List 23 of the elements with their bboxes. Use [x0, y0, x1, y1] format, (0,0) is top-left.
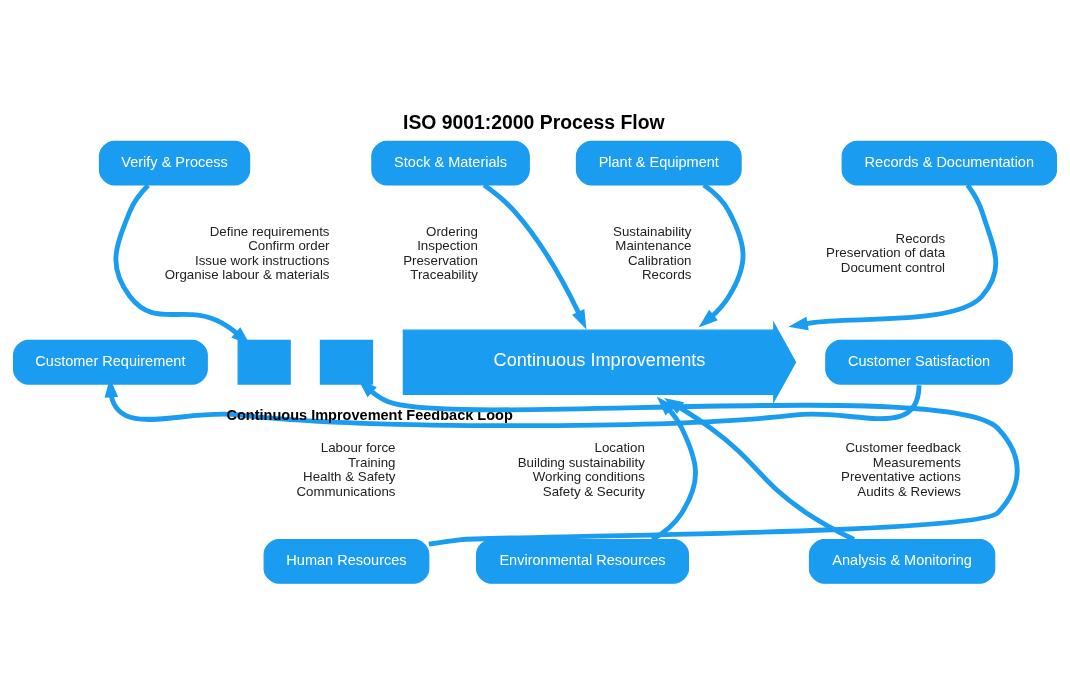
- node-label: Calibration: [627, 252, 692, 268]
- node-label: Define requirements: [209, 222, 330, 238]
- node-label: Customer feedback: [845, 439, 961, 455]
- node-label: Safety & Security: [542, 483, 645, 499]
- node-label: Issue work instructions: [195, 252, 330, 268]
- node-label: Traceability: [410, 266, 478, 282]
- node-label: Ordering: [426, 222, 478, 238]
- node-label: Building sustainability: [517, 454, 645, 470]
- node-label: Records: [641, 266, 692, 282]
- node-label: Preventative actions: [841, 468, 961, 484]
- node-label: Training: [347, 454, 396, 470]
- node-label: Preservation of data: [826, 244, 946, 260]
- node-label: Audits & Reviews: [857, 483, 961, 499]
- node-label: Measurements: [872, 454, 961, 470]
- diagram-title: ISO 9001:2000 Process Flow: [403, 110, 665, 133]
- node-label: Communications: [296, 483, 396, 499]
- node-label: Sustainability: [613, 222, 692, 238]
- node-label: Labour force: [320, 439, 396, 455]
- node-label: Records: [895, 230, 946, 246]
- node-label: Preservation: [403, 252, 478, 268]
- node-label: Organise labour & materials: [164, 266, 330, 282]
- node-label: Document control: [840, 259, 946, 275]
- node-label: Location: [594, 439, 645, 455]
